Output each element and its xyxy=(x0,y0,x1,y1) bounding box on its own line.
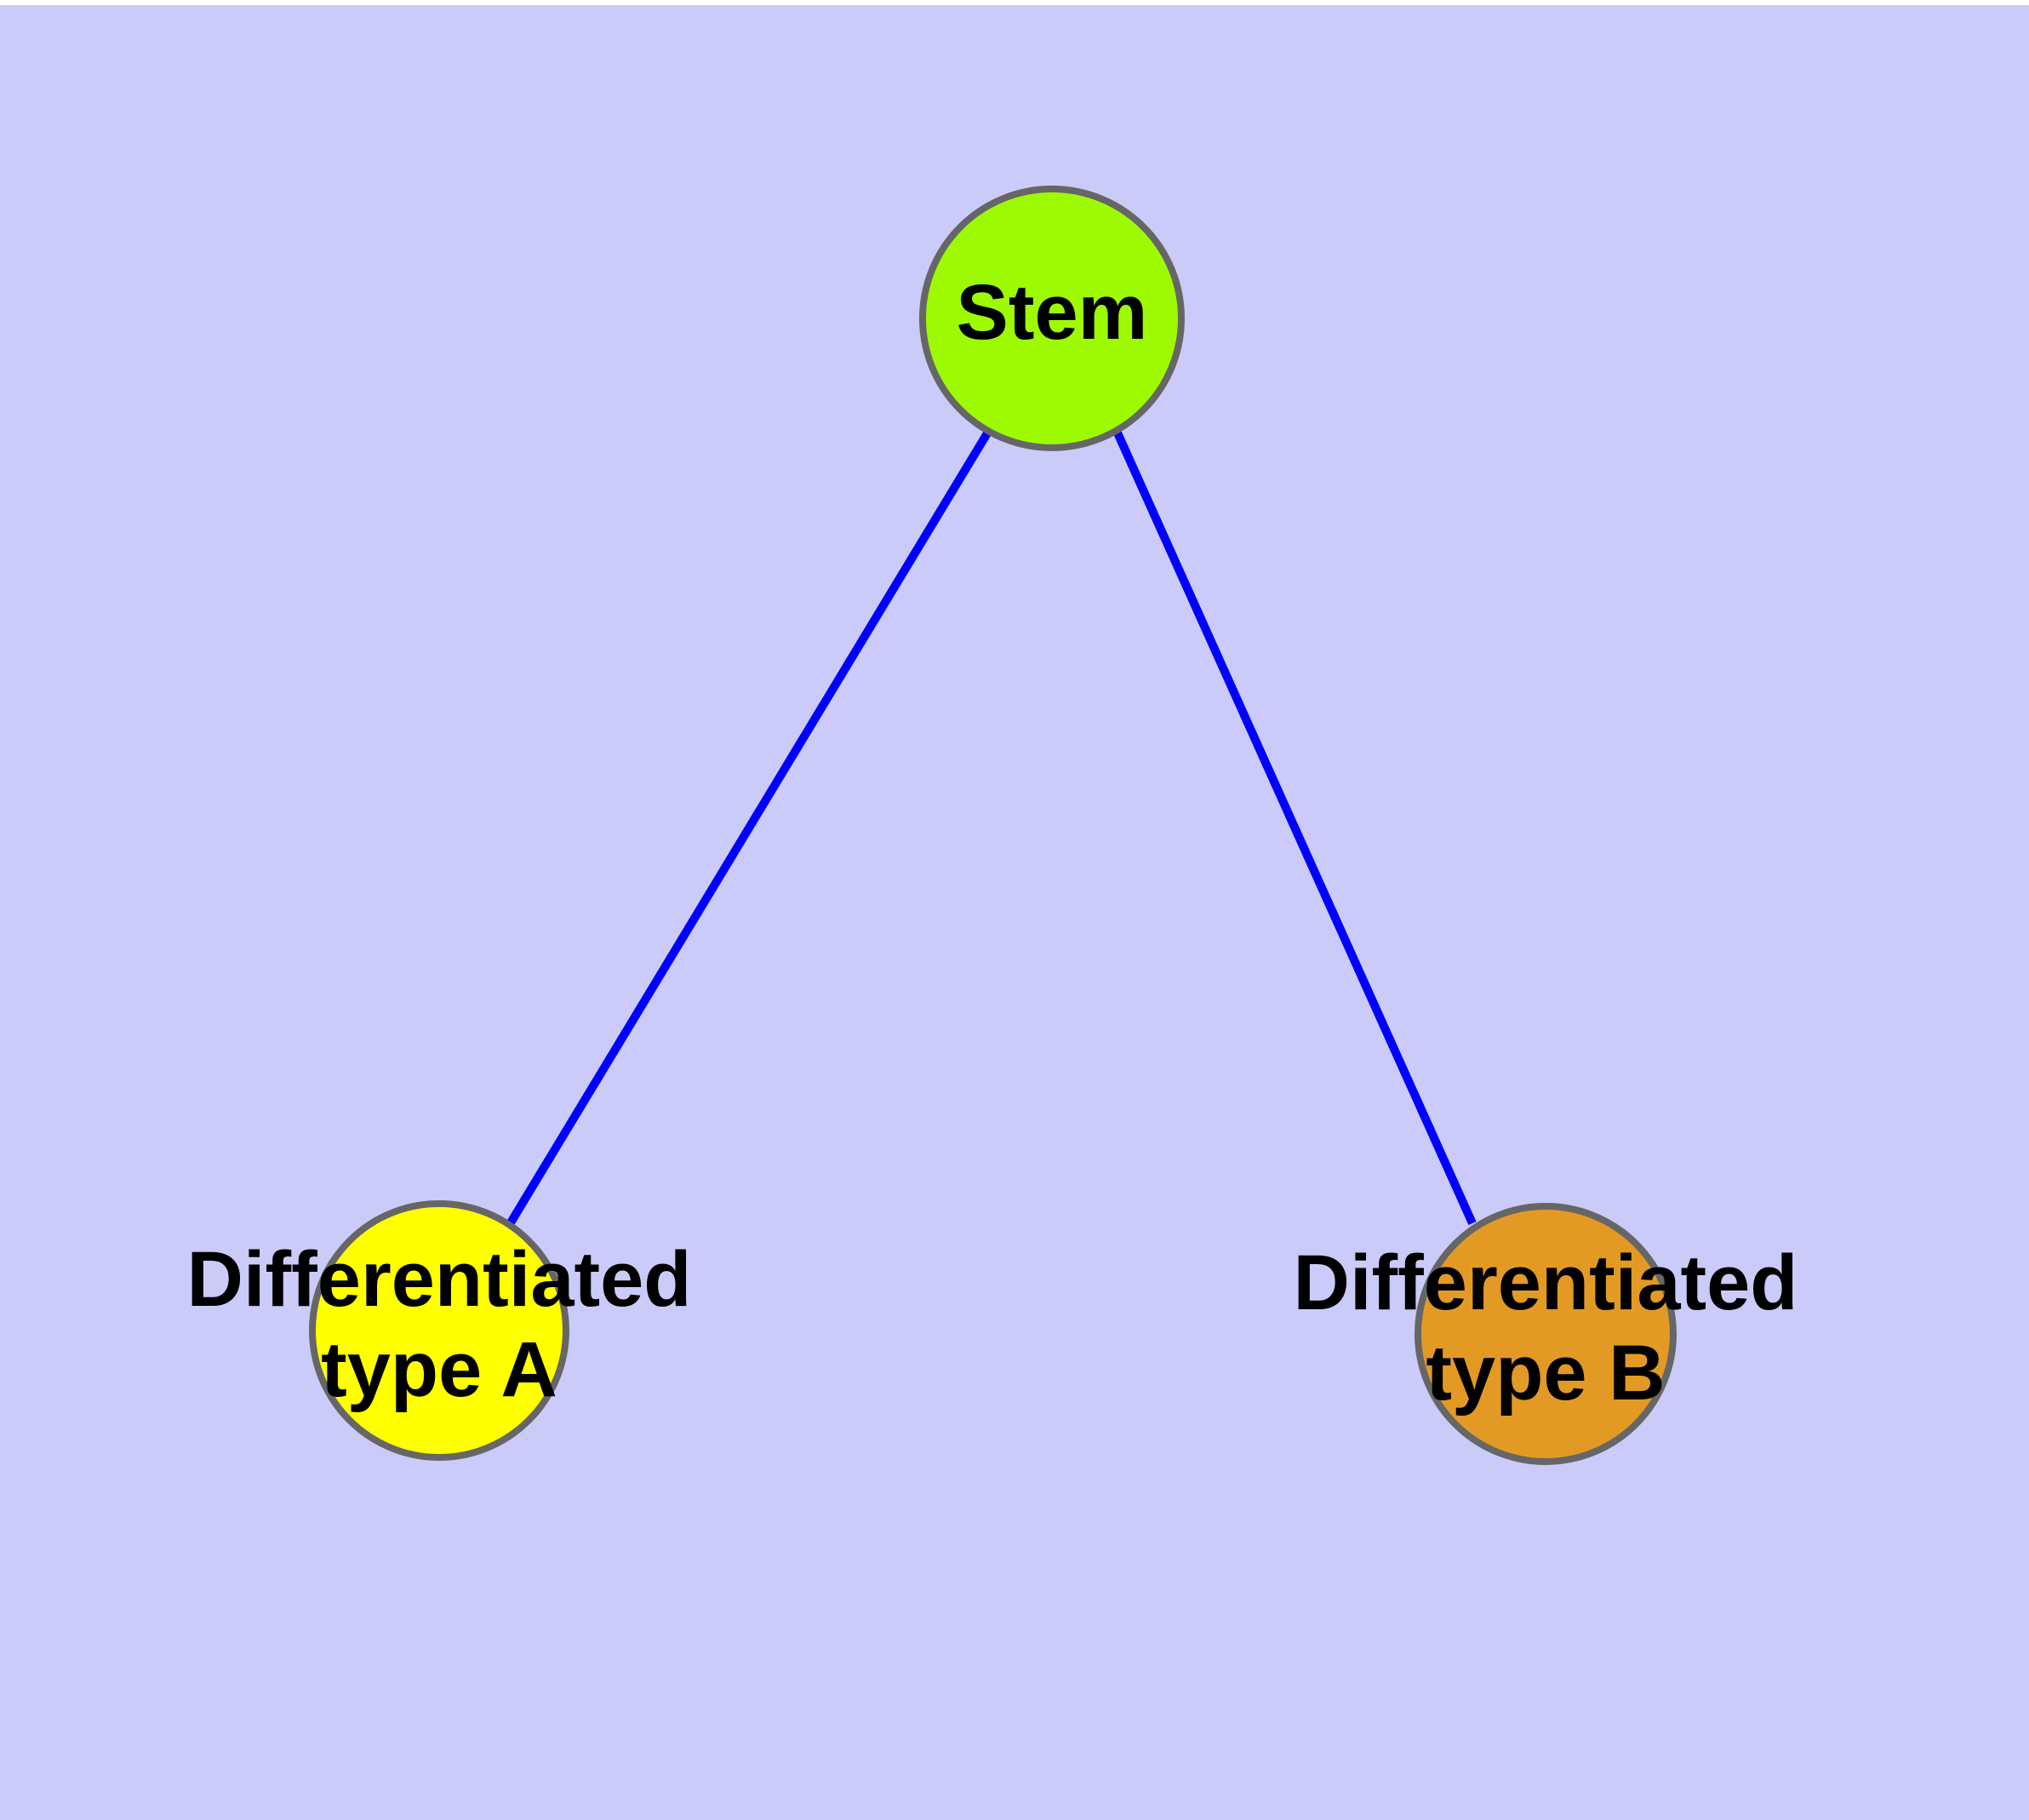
node-label-line: Stem xyxy=(957,269,1148,356)
nodes-layer xyxy=(309,186,1677,1465)
edge-stem-diff-b[interactable] xyxy=(1112,426,1477,1226)
node-diff_b[interactable] xyxy=(1415,1203,1677,1465)
node-diff_a[interactable] xyxy=(309,1200,569,1461)
node-label-line: Differentiated xyxy=(1294,1239,1798,1326)
node-label-line: type A xyxy=(321,1326,557,1413)
edge-stem-diff-a[interactable] xyxy=(506,426,994,1227)
node-stem[interactable] xyxy=(919,186,1185,451)
edges-layer xyxy=(506,426,1477,1227)
node-label-line: Differentiated xyxy=(187,1236,692,1323)
node-label-stem: Stem xyxy=(957,269,1148,356)
node-label-line: type B xyxy=(1426,1330,1665,1417)
